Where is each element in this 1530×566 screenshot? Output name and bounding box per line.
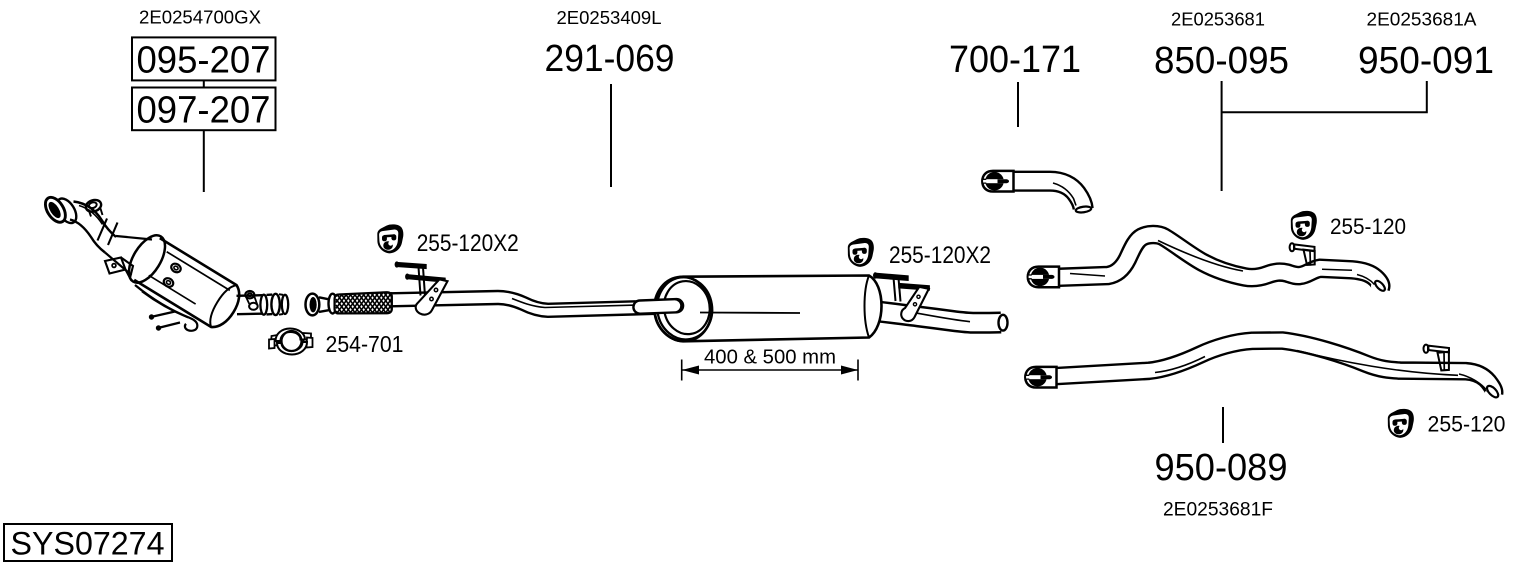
svg-text:2E0254700GX: 2E0254700GX	[139, 8, 261, 28]
svg-text:255-120X2: 255-120X2	[889, 242, 991, 269]
svg-text:291-069: 291-069	[545, 38, 675, 80]
svg-text:850-095: 850-095	[1154, 40, 1289, 82]
svg-text:2E0253681: 2E0253681	[1171, 10, 1265, 30]
svg-text:097-207: 097-207	[137, 90, 271, 132]
svg-text:254-701: 254-701	[326, 331, 404, 357]
svg-text:950-089: 950-089	[1155, 447, 1288, 489]
svg-text:255-120X2: 255-120X2	[417, 230, 519, 257]
svg-text:SYS07274: SYS07274	[11, 526, 165, 562]
svg-text:400 & 500 mm: 400 & 500 mm	[704, 347, 836, 369]
svg-text:255-120: 255-120	[1428, 412, 1506, 437]
svg-text:950-091: 950-091	[1358, 40, 1494, 82]
svg-text:2E0253681F: 2E0253681F	[1163, 500, 1273, 521]
svg-text:2E0253681A: 2E0253681A	[1367, 10, 1477, 30]
svg-text:700-171: 700-171	[949, 39, 1081, 81]
svg-text:095-207: 095-207	[137, 40, 271, 82]
svg-text:2E0253409L: 2E0253409L	[557, 8, 662, 28]
svg-text:255-120: 255-120	[1330, 214, 1406, 239]
